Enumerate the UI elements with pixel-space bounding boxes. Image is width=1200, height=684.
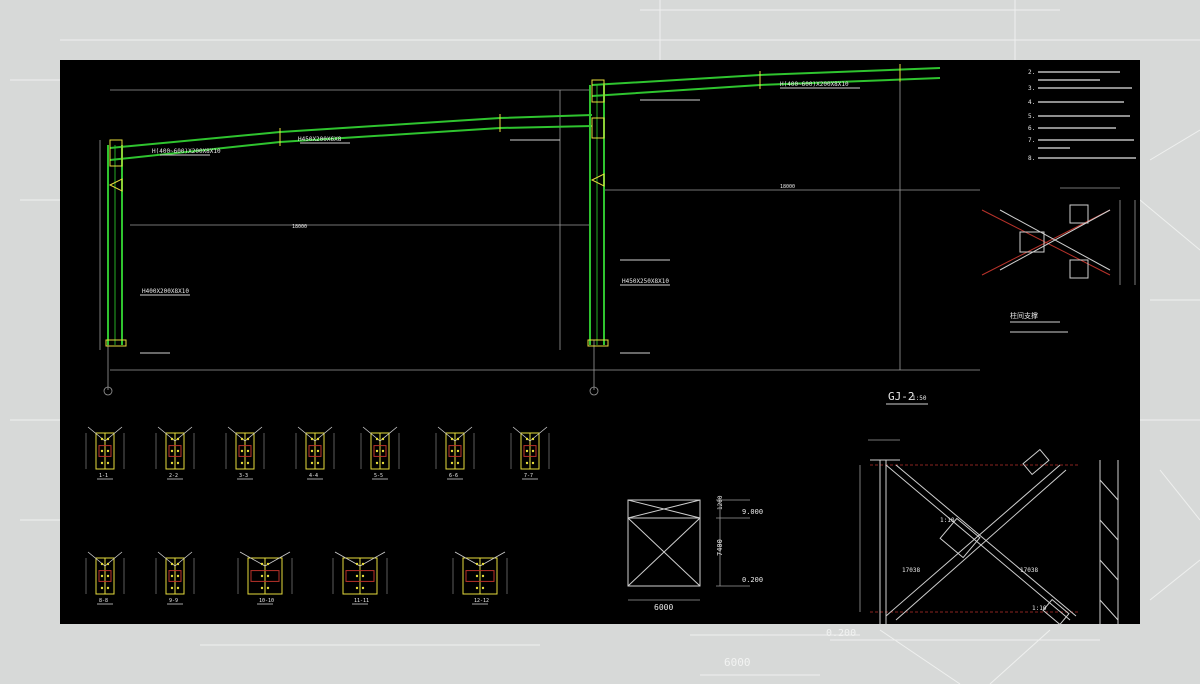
section-detail: 9-9	[155, 551, 195, 605]
svg-text:6.: 6.	[1028, 125, 1035, 132]
left-rafter-top	[109, 114, 593, 149]
side-strip	[1099, 460, 1119, 624]
section-detail: 5-5	[360, 426, 400, 480]
right-rafter-top	[591, 67, 941, 86]
x-brace-dim-a: 1:10	[940, 517, 955, 524]
span-note: 18000	[292, 224, 307, 230]
section-detail: 3-3	[225, 426, 265, 480]
frame-scale: 1:50	[912, 395, 927, 402]
section-detail: 4-4	[295, 426, 335, 480]
frame-leaders	[140, 87, 860, 354]
bracing-height-upper: 1200	[717, 495, 724, 510]
cad-drawing-canvas: H(400~600)X200X8X10 H450X200X6X8 H(400~6…	[60, 60, 1140, 624]
column-section-note: H400X200X8X10	[142, 288, 189, 295]
rafter-section-note-2: H450X200X6X8	[298, 136, 342, 143]
section-detail: 11-11	[332, 551, 388, 605]
svg-text:4.: 4.	[1028, 99, 1035, 106]
section-detail: 10-10	[237, 551, 293, 605]
section-label: 6-6	[449, 473, 458, 479]
section-label: 4-4	[309, 473, 318, 479]
bracing-elev-upper: 9.000	[742, 508, 763, 516]
right-rafter-bottom	[591, 77, 941, 97]
portal-frame: H(400~600)X200X8X10 H450X200X6X8 H(400~6…	[99, 64, 980, 405]
section-label: 7-7	[524, 473, 533, 479]
background-elev-label: 0.200	[826, 628, 856, 639]
section-detail: 8-8	[85, 551, 125, 605]
section-label: 2-2	[169, 473, 178, 479]
cross-brace-detail: 柱间支撑	[981, 187, 1136, 333]
general-notes: 2. 3. 4. 5. 6. 7. 8.	[1028, 69, 1136, 162]
svg-text:7.: 7.	[1028, 137, 1035, 144]
column-section-note-2: H450X250X8X10	[622, 278, 669, 285]
grid-bubble-b	[589, 386, 599, 396]
section-detail: 1-1	[85, 426, 125, 480]
section-detail: 6-6	[435, 426, 475, 480]
svg-text:8.: 8.	[1028, 155, 1035, 162]
frame-title: GJ-2	[888, 390, 915, 403]
section-label: 10-10	[259, 598, 274, 604]
rafter-section-note: H(400~600)X200X8X10	[152, 148, 221, 155]
cross-brace-title: 柱间支撑	[1010, 311, 1038, 320]
section-detail: 12-12	[452, 551, 508, 605]
section-label: 9-9	[169, 598, 178, 604]
section-detail: 7-7	[510, 426, 550, 480]
left-rafter-bottom	[109, 125, 593, 161]
svg-text:3.: 3.	[1028, 85, 1035, 92]
section-label: 8-8	[99, 598, 108, 604]
grid-bubble-a	[103, 386, 113, 396]
section-label: 12-12	[474, 598, 489, 604]
bracing-width: 6000	[654, 603, 673, 612]
span-note-2: 18000	[780, 184, 795, 190]
cad-drawing: H(400~600)X200X8X10 H450X200X6X8 H(400~6…	[85, 64, 1136, 624]
x-brace-dim-b: 17038	[902, 567, 920, 574]
svg-text:5.: 5.	[1028, 113, 1035, 120]
section-details: 1-1 2-2 3-3 4-4 5-5 6-6 7-7 8-8 9-9 10-10 11-11 12-…	[85, 426, 550, 605]
x-brace-dim-c: 1:10	[1032, 605, 1047, 612]
rafter-section-note-3: H(400~600)X200X8X10	[780, 81, 849, 88]
section-label: 11-11	[354, 598, 369, 604]
bracing-height-lower: 7400	[716, 539, 724, 556]
frame-connections	[105, 64, 901, 347]
svg-text:2.: 2.	[1028, 69, 1035, 76]
x-brace-dim-b-right: 17038	[1020, 567, 1038, 574]
x-brace-detail: 1:10 17038 17038 1:10	[859, 439, 1119, 624]
bracing-elev-lower: 0.200	[742, 576, 763, 584]
bracing-elevation: 9.000 0.200 1200 7400 6000	[627, 495, 763, 612]
section-label: 5-5	[374, 473, 383, 479]
background-dim-label: 6000	[724, 656, 751, 669]
section-detail: 2-2	[155, 426, 195, 480]
section-label: 3-3	[239, 473, 248, 479]
section-label: 1-1	[99, 473, 108, 479]
